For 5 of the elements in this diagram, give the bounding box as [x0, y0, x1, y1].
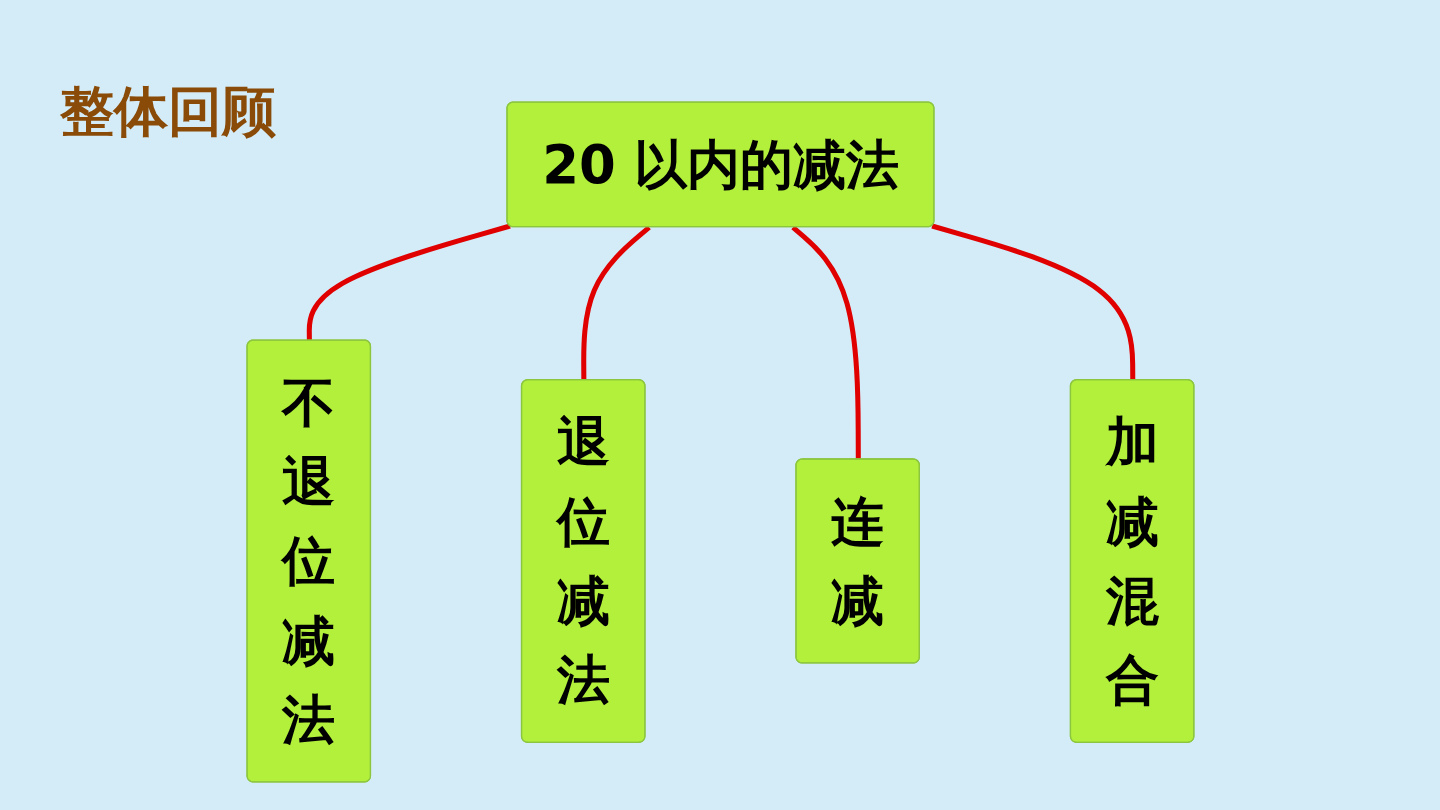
connector: [580, 225, 651, 381]
connector: [930, 223, 1135, 381]
connector: [790, 225, 861, 460]
slide-title: 整体回顾: [60, 79, 276, 145]
connector: [306, 223, 511, 341]
